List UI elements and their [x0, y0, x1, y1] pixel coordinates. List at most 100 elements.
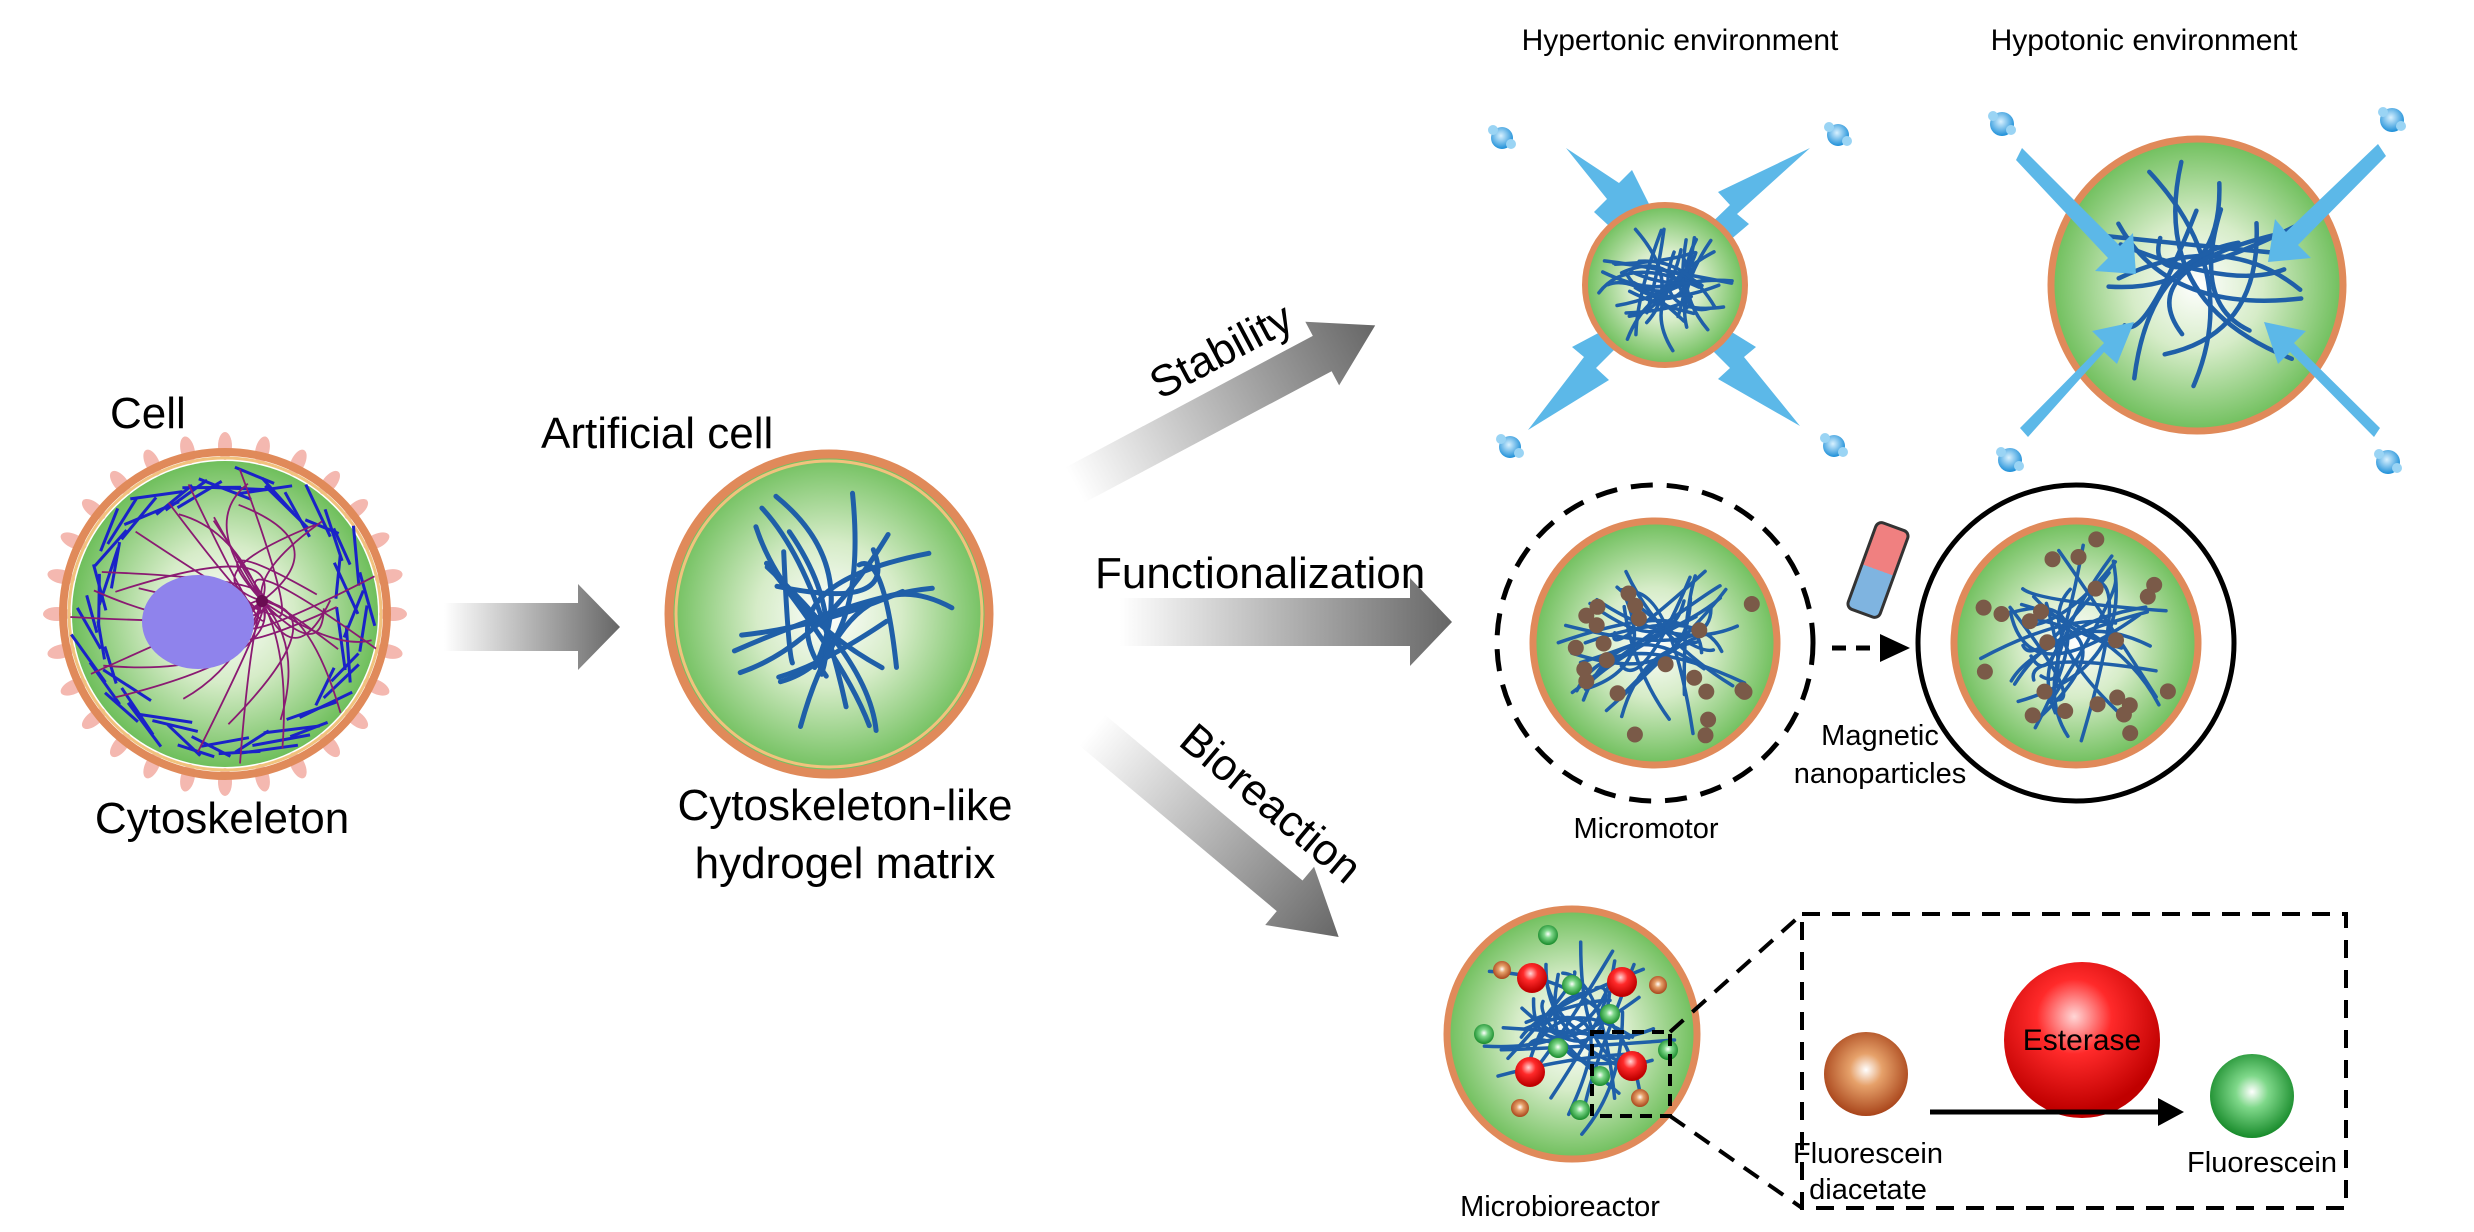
guided-micromotor-panel — [1915, 482, 2237, 804]
guided-motion-arrow — [1832, 634, 1910, 662]
nanoparticle — [2044, 551, 2061, 568]
filament — [2031, 660, 2158, 682]
nanoparticle — [1993, 606, 2010, 622]
filament — [2162, 220, 2259, 357]
filament — [1506, 970, 1577, 1061]
actin-cortex — [70, 465, 377, 759]
centrosome — [256, 595, 268, 607]
filament — [773, 493, 834, 670]
filament — [1633, 227, 1664, 325]
actin-filament — [351, 525, 361, 586]
nanoparticle — [1686, 669, 1703, 686]
actin-filament — [234, 465, 275, 485]
hypertonic-panel — [1488, 122, 1852, 458]
fluorescein-molecule — [2210, 1054, 2294, 1138]
actin-filament — [334, 555, 342, 599]
filament — [2116, 253, 2303, 292]
nanoparticle — [2109, 689, 2126, 706]
filament — [1501, 1025, 1631, 1040]
cell-label: Cell — [110, 389, 186, 438]
process-arrow — [444, 584, 620, 670]
esterase-label: Esterase — [2023, 1024, 2141, 1057]
fluorescein-diacetate-molecule — [1824, 1032, 1908, 1116]
actin-filament — [335, 606, 347, 671]
filament — [1979, 619, 2118, 661]
filament — [1499, 1038, 1677, 1052]
nanoparticle — [1588, 617, 1605, 634]
actin-filament — [120, 687, 155, 736]
artificial-cell-membrane-inner — [674, 459, 984, 769]
actin-filament — [99, 507, 120, 552]
stability-arrow — [1065, 321, 1376, 503]
filament — [798, 591, 955, 729]
microtubule — [213, 516, 263, 602]
filament — [2147, 169, 2213, 389]
actin-filament — [289, 720, 329, 739]
magnetic-label-line1: Magnetic — [1821, 720, 1939, 752]
functionalization-arrow — [1120, 578, 1452, 666]
hypotonic-label: Hypotonic environment — [1991, 24, 2298, 57]
actin-filament — [263, 724, 320, 735]
reaction-arrow-head — [2158, 1098, 2184, 1126]
reaction-detail-box — [1800, 912, 2348, 1210]
filament — [2118, 242, 2287, 279]
actin-filament — [191, 735, 232, 758]
actin-filament — [358, 571, 377, 627]
cell-membrane — [59, 448, 391, 780]
magnetic-label-line2: nanoparticles — [1794, 758, 1967, 790]
nucleus — [142, 575, 254, 669]
fluorescein-label: Fluorescein — [2187, 1147, 2337, 1179]
nanoparticle — [2021, 613, 2038, 630]
guided-hydrogel-network — [1979, 543, 2168, 743]
nanoparticle — [1630, 610, 1647, 627]
magnetic-nanoparticles — [1567, 585, 1760, 744]
nanoparticle — [1609, 685, 1626, 702]
actin-filament — [85, 594, 99, 634]
filament — [774, 547, 881, 597]
nanoparticle — [1976, 663, 1993, 680]
filament — [2208, 207, 2252, 333]
micromotor-label: Micromotor — [1573, 813, 1718, 845]
nanoparticle — [2088, 531, 2105, 548]
nanoparticle — [1620, 585, 1637, 602]
actin-filament — [106, 497, 138, 545]
microbioreactor — [1443, 905, 1701, 1163]
microtubule — [261, 600, 372, 643]
actin-filament — [104, 691, 139, 723]
actin-filament — [286, 700, 338, 721]
fluorescein-diacetate-label-line1: Fluorescein — [1793, 1138, 1943, 1170]
nanoparticle — [1627, 597, 1644, 614]
filament — [805, 550, 932, 679]
actin-filament — [358, 605, 369, 652]
filament — [1595, 597, 1740, 637]
nanoparticle — [2159, 683, 2176, 700]
nanoparticle — [1626, 726, 1643, 743]
filament — [753, 524, 885, 671]
filament — [856, 561, 899, 670]
actin-filament — [332, 562, 360, 615]
filament — [1619, 640, 1699, 719]
nanoparticle — [1736, 683, 1753, 700]
water-molecules — [1488, 122, 1852, 458]
zoom-connector-lines — [1668, 912, 1804, 1210]
fluorescein-diacetate-label-line2: diacetate — [1809, 1174, 1927, 1206]
bioreaction-arrow — [1079, 714, 1339, 937]
filament — [1629, 269, 1707, 286]
filament — [1682, 238, 1713, 329]
nanoparticle — [2115, 706, 2132, 723]
actin-filament — [102, 668, 152, 702]
actin-filament — [314, 667, 336, 707]
nanoparticle — [1975, 599, 1992, 616]
nanoparticle — [2070, 549, 2087, 565]
filament — [1523, 1015, 1593, 1117]
micromotor-cell — [1529, 517, 1781, 769]
nanoparticle — [2033, 603, 2049, 620]
hydrogel-label-line1: Cytoskeleton-like — [677, 781, 1012, 830]
nanoparticle — [2024, 707, 2041, 724]
actin-filament — [92, 564, 108, 611]
nanoparticle — [1589, 598, 1606, 615]
microtubule — [225, 482, 263, 602]
actin-filament — [109, 541, 122, 589]
nanoparticle — [1743, 596, 1760, 612]
actin-filament — [323, 508, 344, 562]
